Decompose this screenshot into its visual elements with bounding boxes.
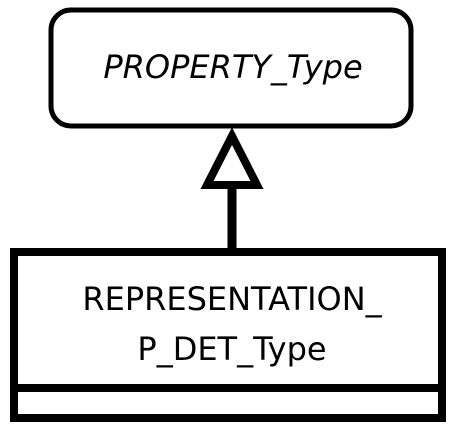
generalization-connector — [200, 127, 264, 248]
child-class-name-line1: REPRESENTATION_ — [82, 280, 382, 318]
parent-class-name: PROPERTY_Type — [103, 48, 362, 86]
parent-class-box — [48, 7, 414, 129]
child-class[interactable]: REPRESENTATION_ P_DET_Type — [10, 248, 446, 422]
child-class-name-line2: P_DET_Type — [137, 330, 326, 368]
generalization-arrowhead — [200, 127, 264, 189]
parent-class[interactable]: PROPERTY_Type — [48, 7, 414, 129]
